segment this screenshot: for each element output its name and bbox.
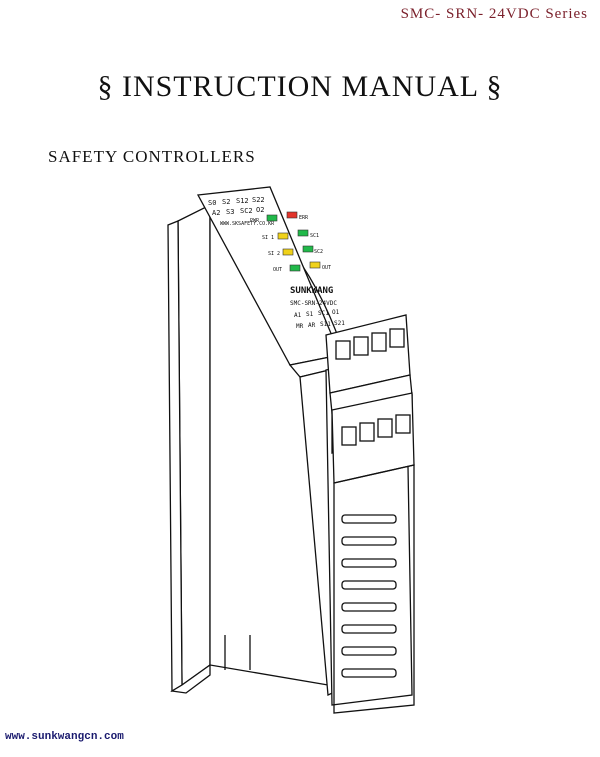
led-label: SC2 xyxy=(314,249,323,255)
led-label: OUT xyxy=(322,265,331,271)
led-indicator xyxy=(309,261,321,269)
terminal-label: A1 xyxy=(294,312,302,319)
led-indicator xyxy=(302,245,314,253)
device-url-label: WWW.SKSAFETY.CO.KR xyxy=(220,221,275,227)
led-indicator xyxy=(282,248,294,256)
product-illustration: S0 S2 S12 S22 A2 S3 SC2 O2 WWW.SKSAFETY.… xyxy=(167,186,415,714)
led-label: OUT xyxy=(273,267,282,273)
document-subtitle: SAFETY CONTROLLERS xyxy=(48,147,256,166)
terminal-label: SC2 xyxy=(240,207,253,215)
terminal-label: O1 xyxy=(332,309,340,316)
led-labels: PWR ERR SI 1 SC1 SI 2 SC2 OUT OUT xyxy=(250,215,331,273)
led-label: SC1 xyxy=(310,233,319,239)
led-indicator xyxy=(277,232,289,240)
led-indicator xyxy=(286,211,298,219)
led-indicator xyxy=(297,229,309,237)
led-label: SI 1 xyxy=(262,235,274,241)
terminal-labels-top: S0 S2 S12 S22 A2 S3 SC2 O2 WWW.SKSAFETY.… xyxy=(208,196,275,227)
terminal-label: SC1 xyxy=(318,310,329,317)
terminal-label: O2 xyxy=(256,206,264,214)
terminal-label: S0 xyxy=(208,199,216,207)
led-indicators xyxy=(266,211,321,272)
led-label: ERR xyxy=(299,215,309,221)
terminal-label: MR xyxy=(296,323,304,330)
vent-slots xyxy=(341,514,397,678)
terminal-label: S12 xyxy=(236,197,249,205)
footer-website[interactable]: www.sunkwangcn.com xyxy=(5,731,124,743)
terminal-label: AR xyxy=(308,322,316,329)
terminal-label: S11 xyxy=(320,321,331,328)
terminal-label: A2 xyxy=(212,209,220,217)
upper-terminal-block xyxy=(325,314,413,414)
led-indicator xyxy=(289,264,301,272)
led-label: PWR xyxy=(250,218,260,224)
led-indicator xyxy=(266,214,278,222)
document-title: § INSTRUCTION MANUAL § xyxy=(97,70,503,103)
led-label: SI 2 xyxy=(268,251,280,257)
terminal-label: S2 xyxy=(222,198,230,206)
terminal-label: S3 xyxy=(226,208,234,216)
model-name: SMC-SRN-24VDC xyxy=(290,300,337,307)
device-branding: SUNKWANG SMC-SRN-24VDC A1 S1 SC1 O1 MR A… xyxy=(290,286,345,330)
terminal-label: S21 xyxy=(334,320,345,327)
terminal-label: S22 xyxy=(252,196,265,204)
terminal-label: S1 xyxy=(306,311,314,318)
brand-name: SUNKWANG xyxy=(290,286,333,296)
series-header: SMC- SRN- 24VDC Series xyxy=(400,6,588,22)
